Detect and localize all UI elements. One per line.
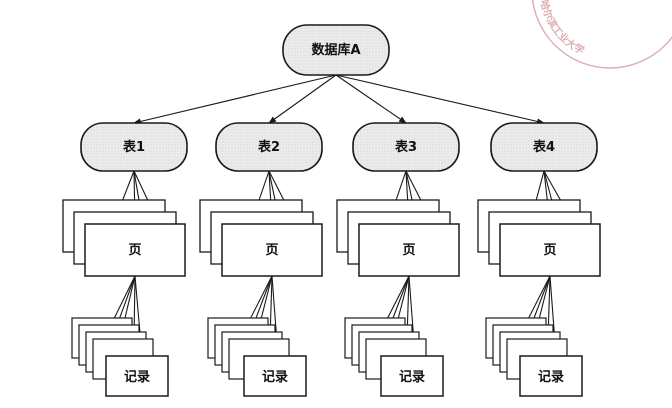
table-node-3-label: 表3 bbox=[394, 139, 417, 155]
table-node-1: 表1 bbox=[80, 122, 188, 172]
page-label: 页 bbox=[265, 243, 278, 258]
edge-root-to-table-4 bbox=[335, 74, 545, 125]
record-front-sheet bbox=[519, 355, 583, 397]
table-node-4: 表4 bbox=[490, 122, 598, 172]
page-stack-2: 页 bbox=[199, 199, 323, 277]
table-node-1-shape bbox=[80, 122, 188, 172]
table-node-3-shape bbox=[352, 122, 460, 172]
stamp-text: 哈尔滨工业大学 bbox=[538, 0, 587, 57]
record-stack-1: 记录 bbox=[71, 317, 169, 397]
table-node-3: 表3 bbox=[352, 122, 460, 172]
record-label: 记录 bbox=[399, 370, 425, 385]
table-node-2-shape bbox=[215, 122, 323, 172]
record-label: 记录 bbox=[262, 370, 288, 385]
record-front-sheet bbox=[243, 355, 307, 397]
table-node-4-label: 表4 bbox=[532, 139, 555, 155]
edge-root-to-table-2 bbox=[268, 74, 337, 124]
edge-root-to-table-1 bbox=[133, 74, 337, 125]
record-stack-4: 记录 bbox=[485, 317, 583, 397]
page-front-sheet bbox=[499, 223, 601, 277]
page-stack-1: 页 bbox=[62, 199, 186, 277]
record-stack-3: 记录 bbox=[344, 317, 444, 397]
page-front-sheet bbox=[84, 223, 186, 277]
root-node-label: 数据库A bbox=[311, 42, 360, 58]
page-front-sheet bbox=[358, 223, 460, 277]
root-node-shape bbox=[282, 24, 390, 76]
record-front-sheet bbox=[380, 355, 444, 397]
page-stack-4: 页 bbox=[477, 199, 601, 277]
page-label: 页 bbox=[128, 243, 141, 258]
table-node-2-label: 表2 bbox=[257, 139, 280, 155]
table-node-2: 表2 bbox=[215, 122, 323, 172]
table-node-4-shape bbox=[490, 122, 598, 172]
record-label: 记录 bbox=[538, 370, 564, 385]
library-stamp: 哈尔滨工业大学 bbox=[531, 0, 672, 69]
page-label: 页 bbox=[543, 243, 556, 258]
root-node: 数据库A bbox=[282, 24, 390, 76]
edge-root-to-table-3 bbox=[335, 74, 407, 124]
stamp-ring bbox=[531, 0, 672, 69]
record-label: 记录 bbox=[124, 370, 150, 385]
table-node-1-label: 表1 bbox=[122, 139, 145, 155]
page-front-sheet bbox=[221, 223, 323, 277]
record-stack-2: 记录 bbox=[207, 317, 307, 397]
page-label: 页 bbox=[402, 243, 415, 258]
page-stack-3: 页 bbox=[336, 199, 460, 277]
record-front-sheet bbox=[105, 355, 169, 397]
